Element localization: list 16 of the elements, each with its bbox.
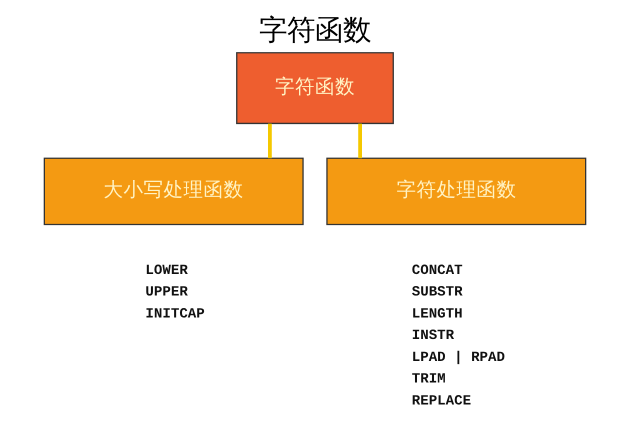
node-label: LPAD | RPAD — [411, 350, 504, 366]
node-label: LOWER — [144, 262, 188, 279]
node-label: REPLACE — [411, 393, 471, 410]
connector — [358, 124, 362, 158]
node-label: SUBSTR — [411, 284, 462, 301]
connector — [267, 124, 272, 158]
node-box: 大小写处理函数 — [43, 158, 304, 226]
node-box: 字符处理函数 — [326, 158, 586, 226]
node-label: INSTR — [411, 328, 454, 344]
node-label: INITCAP — [144, 306, 204, 322]
node-label: UPPER — [144, 284, 188, 301]
node-label: TRIM — [411, 372, 446, 388]
node-box: 字符函数 — [236, 52, 394, 124]
node-label: LENGTH — [411, 306, 462, 322]
diagram-title: 字符函数 — [258, 14, 370, 47]
node-label: CONCAT — [411, 262, 462, 279]
